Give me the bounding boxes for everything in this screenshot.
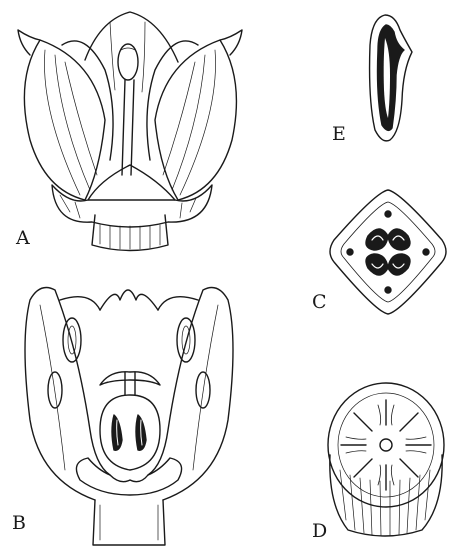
ovary xyxy=(100,395,160,470)
figure-d-fruit xyxy=(328,383,444,536)
locule xyxy=(388,229,410,250)
label-c: C xyxy=(312,293,327,312)
locule xyxy=(366,229,388,250)
label-e: E xyxy=(332,125,346,144)
figure-b-section xyxy=(25,288,233,545)
right-petal xyxy=(155,40,236,200)
section-stalk xyxy=(93,500,165,545)
figure-e-seed xyxy=(370,15,412,141)
figure-c-cross-section xyxy=(330,190,446,314)
label-d: D xyxy=(312,522,327,541)
figure-a-flower xyxy=(18,12,242,251)
stigma xyxy=(100,372,160,385)
anther xyxy=(118,44,138,80)
locule xyxy=(388,254,410,275)
locule xyxy=(366,254,388,275)
label-b: B xyxy=(12,514,26,533)
left-petal xyxy=(24,40,105,200)
label-a: A xyxy=(16,229,30,248)
stamen-filament xyxy=(122,80,134,175)
